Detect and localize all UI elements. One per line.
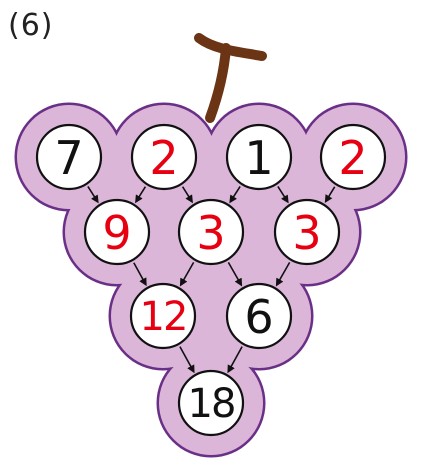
answer-number: 12 <box>140 294 187 340</box>
given-number: 6 <box>244 290 273 344</box>
number-circle: 3 <box>273 198 341 266</box>
number-circle-border <box>273 198 341 266</box>
grape-bunch <box>14 102 408 458</box>
arrow <box>181 186 193 204</box>
number-circle: 12 <box>129 282 197 350</box>
number-circle: 3 <box>177 198 245 266</box>
problem-label: (6) <box>8 8 54 43</box>
number-circle: 18 <box>177 369 245 437</box>
given-number: 1 <box>244 131 273 185</box>
number-circle: 1 <box>225 123 293 191</box>
answer-number: 2 <box>338 131 367 185</box>
answer-number: 9 <box>102 206 131 260</box>
number-circle-border <box>319 123 387 191</box>
number-circle: 7 <box>35 123 103 191</box>
arrows-group <box>87 186 336 374</box>
number-circle: 6 <box>225 282 293 350</box>
arrow <box>275 261 291 287</box>
arrow <box>133 262 147 287</box>
stem-trunk <box>205 43 231 123</box>
number-circle-border <box>130 123 198 191</box>
given-number: 18 <box>188 381 235 427</box>
arrow <box>324 186 336 204</box>
arrow <box>227 261 243 287</box>
arrow <box>135 186 147 204</box>
number-circle: 2 <box>319 123 387 191</box>
number-circle: 9 <box>83 198 151 266</box>
number-circle: 2 <box>130 123 198 191</box>
answer-number: 3 <box>196 206 225 260</box>
answer-number: 3 <box>292 206 321 260</box>
number-circle-border <box>225 282 293 350</box>
given-number: 7 <box>54 131 83 185</box>
arrow <box>179 261 195 287</box>
grape-stem <box>194 33 267 123</box>
arrow <box>87 186 99 204</box>
answer-number: 2 <box>149 131 178 185</box>
arrow <box>179 346 195 374</box>
number-circle-border <box>83 198 151 266</box>
number-circle-border <box>129 282 197 350</box>
number-circle-border <box>35 123 103 191</box>
arrow <box>229 186 241 204</box>
number-circle-border <box>225 123 293 191</box>
arrow <box>277 186 289 204</box>
number-circle-border <box>177 369 245 437</box>
arrow <box>227 346 243 374</box>
number-circle-border <box>177 198 245 266</box>
